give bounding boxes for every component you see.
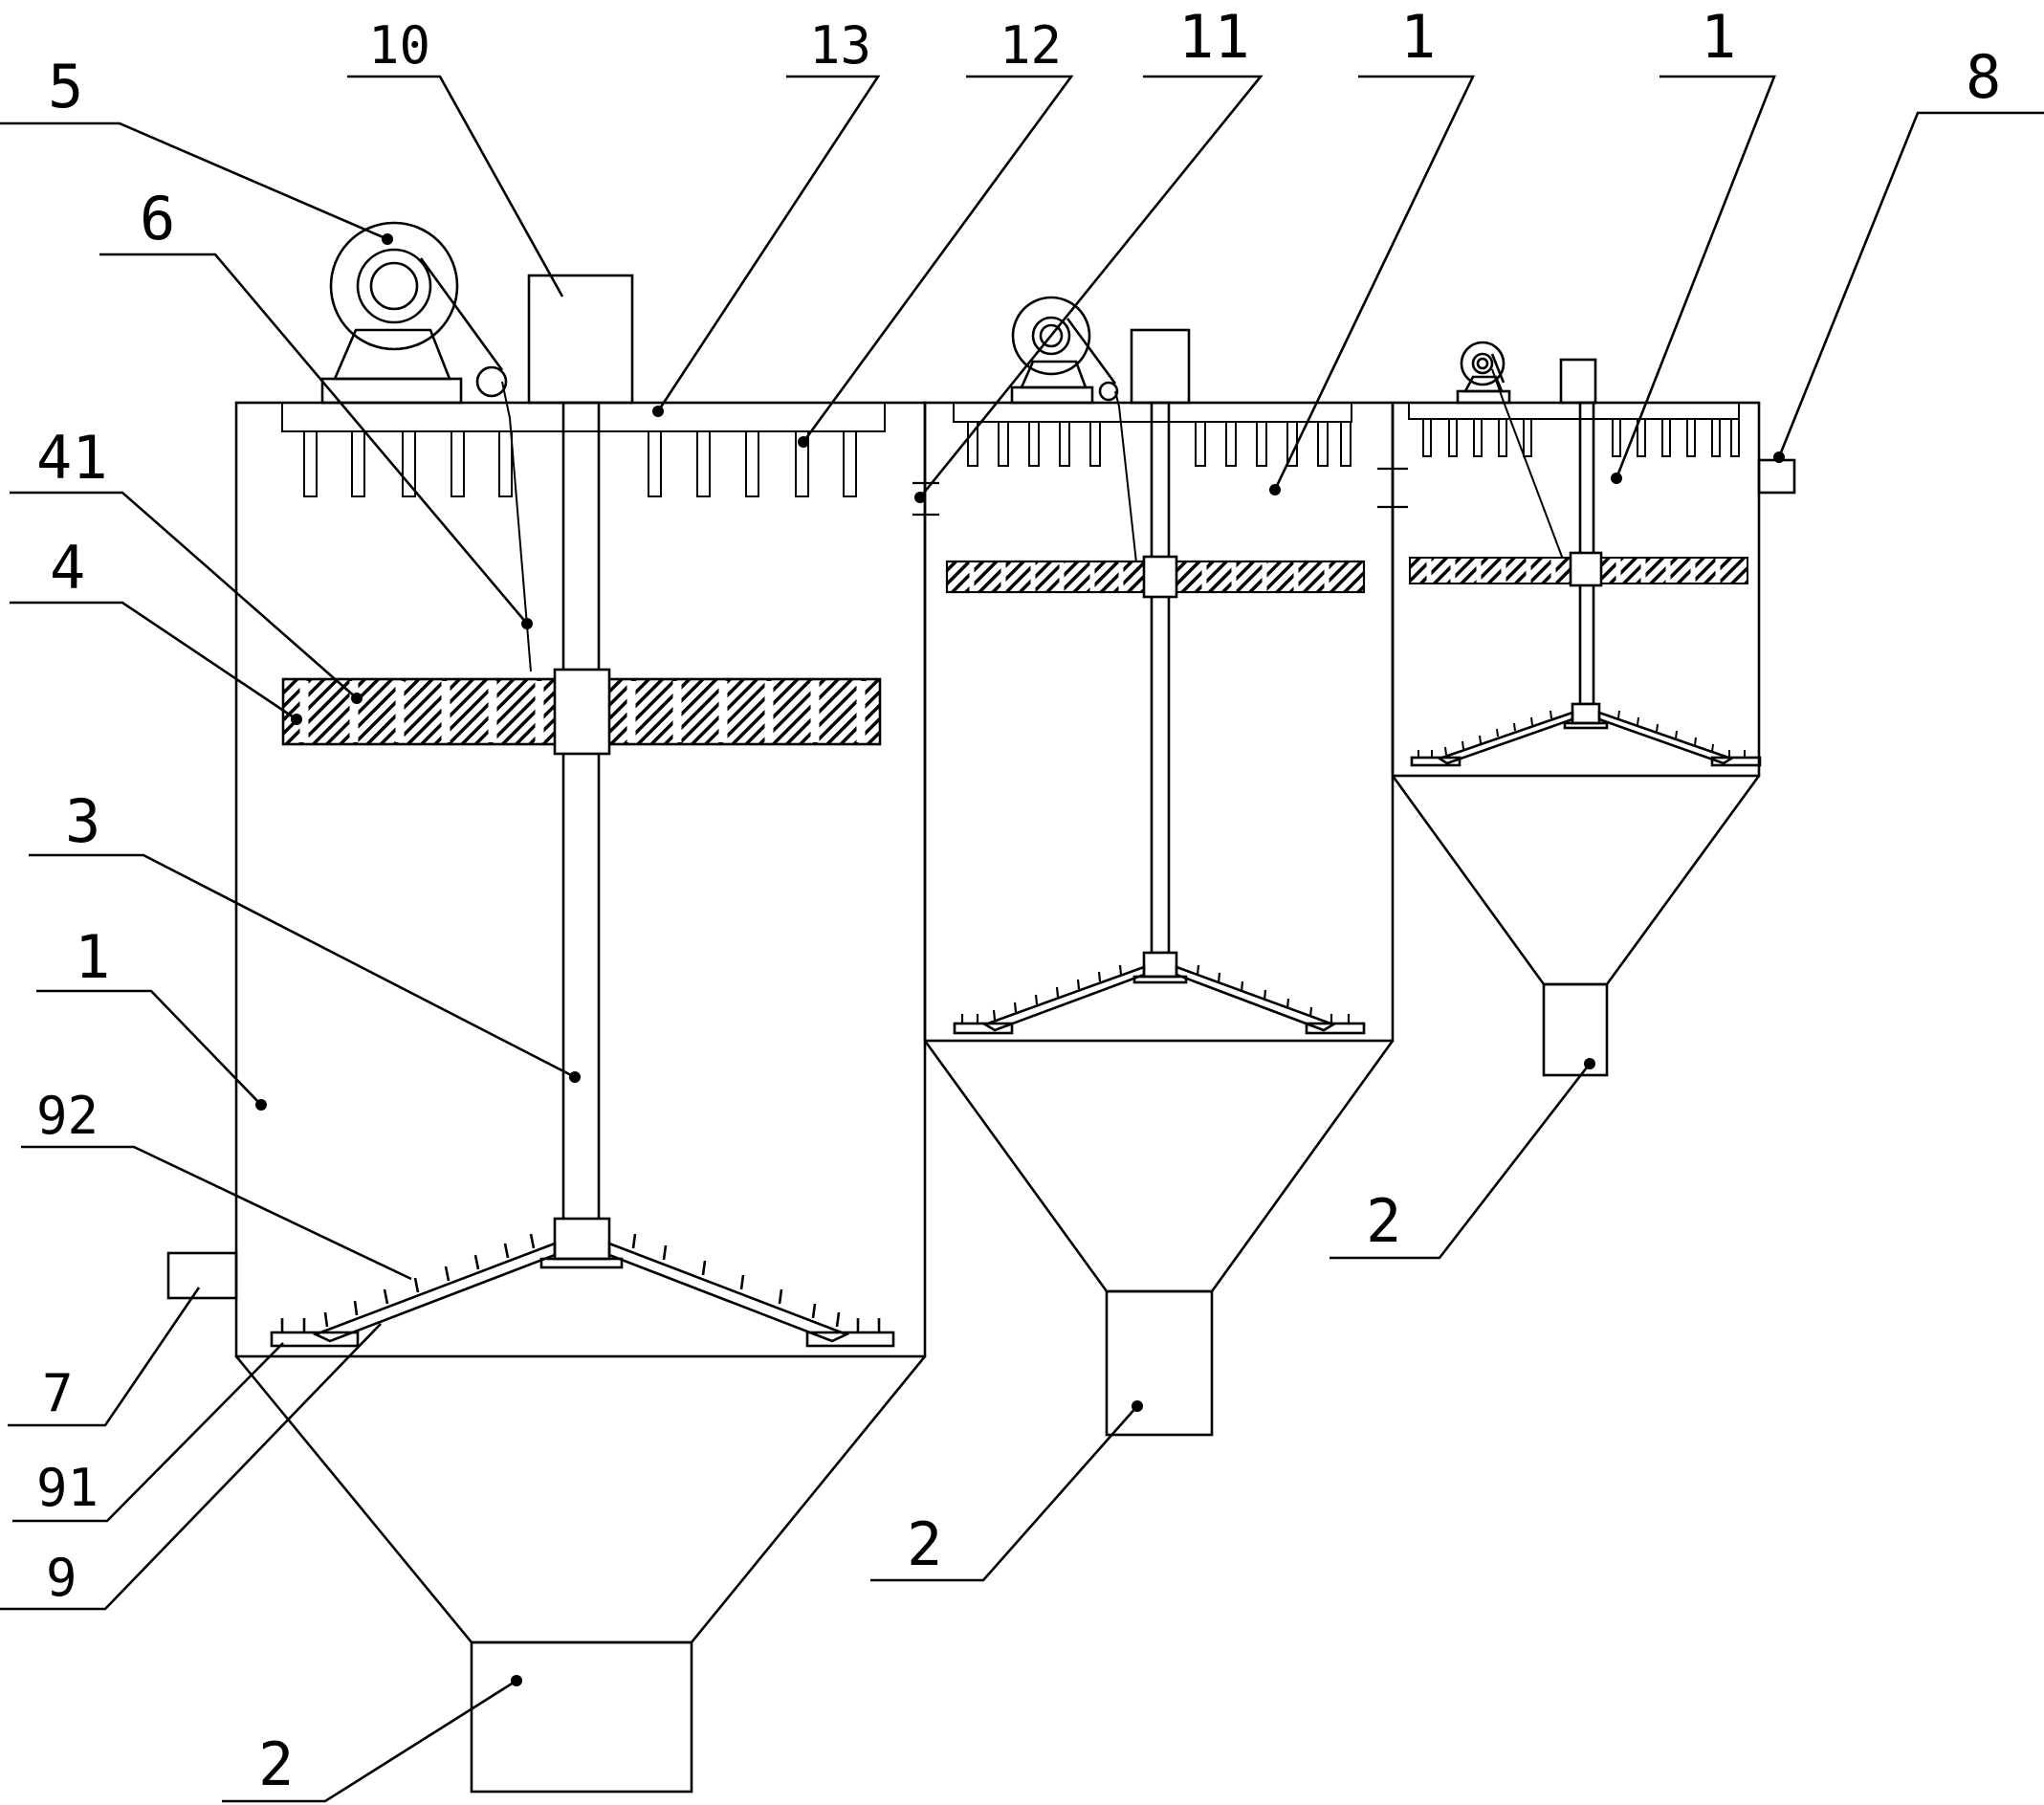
hopper-mid-cone <box>923 1040 1395 1293</box>
label-spray-pipe: 12 <box>1000 15 1062 76</box>
scraper-mid <box>953 951 1366 1035</box>
tank-middle <box>923 296 1395 1437</box>
motor-mid <box>1010 296 1119 405</box>
label-tank-left: 1 <box>75 922 110 992</box>
tank-left-body <box>234 401 927 1358</box>
tank-right <box>1391 341 1796 1077</box>
leader-lines <box>0 75 2044 1803</box>
label-belt: 6 <box>140 184 175 253</box>
hopper-mid-outlet <box>1105 1289 1214 1437</box>
hopper-right-cone <box>1391 775 1761 986</box>
spray-manifold-right <box>1408 402 1740 420</box>
label-shaft: 3 <box>65 786 100 856</box>
label-tank-right: 1 <box>1701 2 1736 72</box>
scraper-left <box>270 1217 895 1348</box>
control-box-left <box>527 274 634 405</box>
label-tank-mid: 1 <box>1400 2 1436 72</box>
wall-marks <box>912 467 1408 517</box>
label-wall-mark: 11 <box>1178 2 1250 72</box>
inlet-pipe <box>166 1251 238 1300</box>
scraper-right <box>1410 702 1762 767</box>
control-box-mid <box>1130 328 1191 405</box>
outlet-pipe <box>1757 458 1796 495</box>
label-top-plate: 13 <box>809 15 871 76</box>
spray-nozzles-mid <box>967 421 1352 467</box>
part-labels: 5 10 13 12 11 1 1 8 6 41 4 3 1 92 7 91 9… <box>36 2 2001 1799</box>
label-hopper-right: 2 <box>1366 1186 1401 1256</box>
label-scraper-arm: 9 <box>46 1548 77 1608</box>
hopper-left-outlet <box>470 1640 693 1794</box>
belt-left <box>501 381 532 672</box>
tank-left <box>166 221 927 1794</box>
belt-mid <box>1114 390 1137 563</box>
spray-manifold-left <box>281 402 886 432</box>
belt-right <box>1491 368 1566 565</box>
label-motor: 5 <box>48 52 83 121</box>
shaft-mid <box>1150 401 1171 955</box>
label-impeller-blade: 41 <box>36 423 108 493</box>
spray-nozzles-right <box>1422 418 1740 457</box>
hopper-left-cone <box>234 1355 927 1644</box>
impeller-left <box>281 668 882 756</box>
label-hopper-left: 2 <box>258 1729 294 1799</box>
shaft-left <box>561 401 601 1224</box>
motor-right <box>1456 341 1511 405</box>
impeller-right <box>1409 551 1748 587</box>
motor-left <box>320 221 508 405</box>
label-scraper-base: 91 <box>36 1458 99 1518</box>
tank-mid-body <box>923 401 1395 1043</box>
label-inlet: 7 <box>42 1363 74 1423</box>
label-outlet: 8 <box>1966 42 2001 112</box>
spray-nozzles-left <box>303 430 857 497</box>
label-impeller: 4 <box>50 533 85 603</box>
label-box-top: 10 <box>368 15 430 76</box>
impeller-mid <box>945 555 1366 599</box>
hopper-right-outlet <box>1542 982 1609 1077</box>
label-hopper-mid: 2 <box>907 1509 942 1579</box>
label-scraper-tooth: 92 <box>36 1086 99 1146</box>
control-box-right <box>1559 358 1597 405</box>
